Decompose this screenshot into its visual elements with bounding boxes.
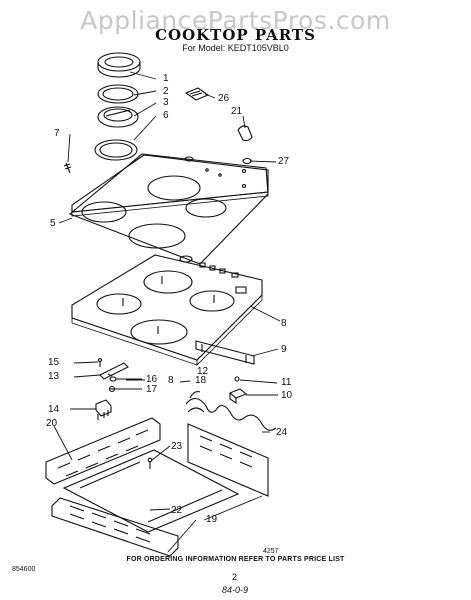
side-panel-right	[187, 423, 269, 497]
callout-13: 13	[48, 371, 60, 382]
callout-8-top: 8	[281, 318, 287, 329]
left-code: 854600	[12, 566, 36, 573]
callout-2: 2	[163, 86, 169, 97]
right-code: 84-0-9	[222, 585, 249, 595]
drip-bowl	[97, 106, 139, 128]
screw-11	[234, 376, 240, 382]
callout-1: 1	[163, 73, 169, 84]
callout-14: 14	[48, 404, 60, 415]
bracket-9	[195, 340, 255, 365]
main-top	[71, 254, 263, 366]
callout-9: 9	[281, 344, 287, 355]
burner-element	[97, 52, 141, 78]
callout-16: 16	[146, 374, 158, 385]
page-number: 2	[232, 572, 238, 582]
callout-10: 10	[281, 390, 293, 401]
callout-8-mid: 8	[168, 375, 174, 386]
grommet-27	[242, 157, 252, 165]
switch-14	[95, 399, 112, 420]
switch-10	[228, 388, 248, 405]
callout-23: 23	[171, 441, 183, 452]
watermark-text: AppliancePartsPros.com	[80, 6, 391, 35]
callout-5: 5	[50, 218, 56, 229]
knob-21	[237, 125, 253, 142]
page-title: COOKTOP PARTS	[155, 26, 316, 44]
callout-24: 24	[276, 427, 288, 438]
bracket-13	[99, 362, 129, 380]
callout-3: 3	[163, 97, 169, 108]
callout-21: 21	[231, 106, 243, 117]
screw-15	[97, 357, 103, 367]
callout-6: 6	[163, 110, 169, 121]
terminal-block	[184, 87, 210, 101]
trim-ring	[94, 139, 138, 161]
ordering-note: FOR ORDERING INFORMATION REFER TO PARTS …	[126, 556, 345, 563]
callout-22: 22	[171, 505, 183, 516]
cooktop-top	[68, 153, 269, 265]
callout-11: 11	[281, 377, 292, 388]
callout-20: 20	[46, 418, 58, 429]
callout-15: 15	[48, 357, 60, 368]
callout-18: 18	[195, 375, 207, 386]
wire-harness	[185, 391, 277, 431]
callout-27: 27	[278, 156, 290, 167]
callout-7: 7	[54, 128, 60, 139]
leader-lines	[53, 71, 281, 553]
callout-12: 12	[197, 366, 209, 377]
callout-17: 17	[146, 384, 158, 395]
front-panel	[51, 497, 179, 557]
screw-17	[108, 385, 116, 393]
screw-23	[147, 457, 153, 469]
callout-19: 19	[206, 514, 218, 525]
callout-26: 26	[218, 93, 230, 104]
drip-bowl-ring	[97, 84, 139, 104]
grommet-16	[109, 376, 117, 382]
screw-7	[63, 162, 72, 174]
drawing-number: 4257	[263, 548, 279, 555]
model-number: For Model: KEDT105VBL0	[182, 43, 289, 53]
side-panel-left	[45, 417, 161, 485]
